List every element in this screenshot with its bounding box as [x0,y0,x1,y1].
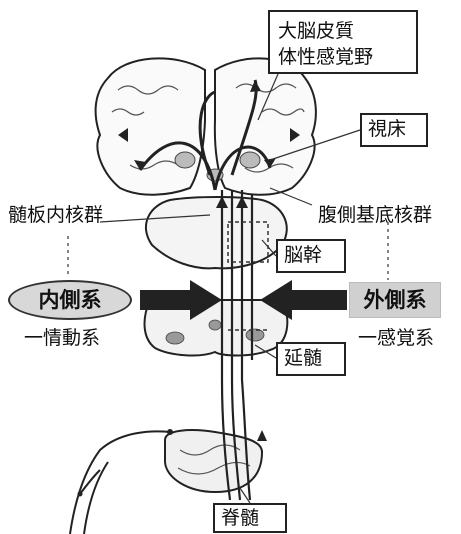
emotional-system-label: 一情動系 [24,326,100,350]
cortex-label-box: 大脳皮質 体性感覚野 [268,10,418,74]
intralaminar-nuclei-label: 髄板内核群 [8,203,103,227]
ventrobasal-nuclei-label: 腹側基底核群 [318,203,432,227]
cerebrum-illustration [96,58,316,194]
thalamus-label: 視床 [360,113,428,147]
lateral-system-label: 外側系 [349,282,441,318]
cortex-label-line2: 体性感覚野 [278,44,408,70]
sensory-system-label: 一感覚系 [358,326,434,350]
peripheral-nerve [70,431,170,534]
cortex-label-line1: 大脳皮質 [278,18,408,44]
medial-system-label: 内側系 [8,280,132,320]
spinal-cord-label: 脊髄 [213,503,287,533]
medulla-label: 延髄 [276,342,346,376]
brainstem-label: 脳幹 [276,239,346,273]
